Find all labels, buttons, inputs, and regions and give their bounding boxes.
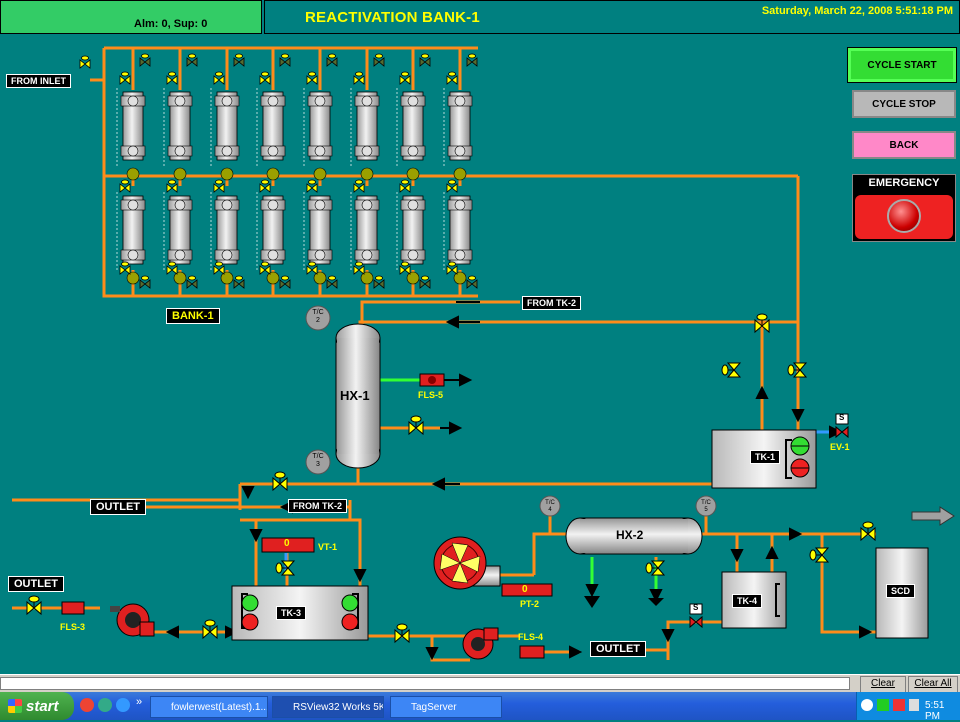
process-diagram: T/C bbox=[12, 46, 955, 662]
adsorber-beds-top bbox=[116, 87, 473, 181]
tray-icon-1[interactable] bbox=[877, 699, 889, 711]
from-tk2-mid-label: FROM TK-2 bbox=[288, 499, 347, 513]
cycle-start-button[interactable]: CYCLE START bbox=[847, 47, 957, 83]
valve-tk3-outlet bbox=[394, 623, 410, 643]
s-valve-bottom bbox=[689, 603, 703, 629]
fls3-valve bbox=[61, 601, 85, 615]
outlet-bottom-label: OUTLET bbox=[590, 641, 646, 657]
pt2-label: PT-2 bbox=[520, 599, 540, 609]
pt2-value: 0 bbox=[522, 584, 528, 595]
tk1-label: TK-1 bbox=[750, 450, 780, 464]
windows-logo-icon bbox=[8, 699, 22, 713]
valve-scd-inlet bbox=[860, 521, 876, 541]
vt1-value: 0 bbox=[284, 538, 290, 549]
title-bar: REACTIVATION BANK-1 Saturday, March 22, … bbox=[264, 0, 960, 34]
quicklaunch-icon-2[interactable] bbox=[98, 698, 112, 712]
alarm-summary-panel: Alm: 0, Sup: 0 bbox=[0, 0, 262, 34]
hx1-return-valve bbox=[408, 415, 424, 435]
fls5-valve bbox=[419, 373, 445, 387]
alarm-message-field[interactable] bbox=[0, 677, 850, 690]
bottom-s-label: S bbox=[693, 603, 699, 612]
taskbar-item-fowlerwest[interactable]: fowlerwest(Latest).1... bbox=[150, 696, 268, 718]
valve-outlet-top bbox=[272, 471, 288, 491]
fls3-label: FLS-3 bbox=[60, 622, 86, 632]
date-time: Saturday, March 22, 2008 5:51:18 PM bbox=[761, 5, 953, 17]
scd-exhaust-arrow bbox=[911, 506, 955, 526]
valve-fls3-inlet bbox=[26, 595, 42, 615]
tk4-label: TK-4 bbox=[732, 594, 762, 608]
pt2-indicator bbox=[501, 583, 553, 597]
valve-scd-v bbox=[809, 547, 829, 563]
blower-fan bbox=[433, 536, 501, 590]
quicklaunch-ie-icon[interactable] bbox=[116, 698, 130, 712]
system-tray: 5:51 PM bbox=[856, 692, 960, 722]
clear-button[interactable]: Clear bbox=[860, 676, 906, 693]
vt1-label: VT-1 bbox=[318, 542, 338, 552]
pump-bottom bbox=[462, 627, 499, 660]
tc2-label: T/C 2 bbox=[312, 309, 324, 324]
hx1-label: HX-1 bbox=[340, 388, 370, 403]
quicklaunch-opera-icon[interactable] bbox=[80, 698, 94, 712]
tray-icon-2[interactable] bbox=[893, 699, 905, 711]
outlet-mid-label: OUTLET bbox=[90, 499, 146, 515]
tc2-sensor bbox=[305, 305, 331, 331]
tc4-label: T/C 4 bbox=[545, 500, 555, 513]
hx2-label: HX-2 bbox=[616, 528, 644, 542]
heat-exchanger-hx2 bbox=[565, 517, 703, 555]
ev1-valve bbox=[835, 413, 849, 439]
back-button[interactable]: BACK bbox=[852, 131, 956, 159]
fls4-valve bbox=[519, 645, 545, 659]
emergency-stop-icon bbox=[887, 199, 921, 233]
tc4-sensor bbox=[539, 495, 561, 517]
fls5-label: FLS-5 bbox=[418, 390, 444, 400]
tray-clock: 5:51 PM bbox=[925, 700, 945, 722]
valve-tk1-v2 bbox=[787, 362, 807, 378]
tc3-label: T/C 3 bbox=[312, 453, 324, 468]
bank-label: BANK-1 bbox=[166, 308, 220, 324]
emergency-label: EMERGENCY bbox=[868, 177, 940, 189]
tc5-label: T/C 5 bbox=[701, 500, 711, 513]
tray-expand-icon[interactable] bbox=[861, 699, 873, 711]
start-button[interactable]: start bbox=[0, 692, 74, 720]
taskbar-item-tagserver[interactable]: TagServer bbox=[390, 696, 502, 718]
tk3-label: TK-3 bbox=[276, 606, 306, 620]
scd-label: SCD bbox=[886, 584, 916, 598]
fls4-label: FLS-4 bbox=[518, 632, 544, 642]
emergency-panel: EMERGENCY bbox=[852, 174, 956, 242]
quicklaunch-expand-icon[interactable]: » bbox=[136, 696, 143, 708]
start-label: start bbox=[26, 697, 59, 715]
emergency-button[interactable] bbox=[855, 195, 953, 239]
cycle-stop-button[interactable]: CYCLE STOP bbox=[852, 90, 956, 118]
valve-vt1 bbox=[275, 560, 295, 576]
tc5-sensor bbox=[695, 495, 717, 517]
clear-all-button[interactable]: Clear All bbox=[908, 676, 958, 693]
tc3-sensor bbox=[305, 449, 331, 475]
valve-hx2-v bbox=[645, 560, 665, 576]
from-inlet-label: FROM INLET bbox=[6, 74, 71, 88]
ev1-s-label: S bbox=[839, 413, 845, 422]
from-tk2-top-label: FROM TK-2 bbox=[522, 296, 581, 310]
vt1-indicator bbox=[261, 537, 315, 553]
taskbar-item-rsview[interactable]: RSView32 Works 5K bbox=[272, 696, 384, 718]
outlet-left-label: OUTLET bbox=[8, 576, 64, 592]
heat-exchanger-hx1 bbox=[335, 323, 381, 469]
tray-icon-3[interactable] bbox=[909, 699, 919, 711]
page-title: REACTIVATION BANK-1 bbox=[305, 9, 480, 26]
ev1-label: EV-1 bbox=[830, 442, 850, 452]
pump-left bbox=[110, 603, 155, 637]
valve-tk1-v1 bbox=[721, 362, 741, 378]
alarm-summary-text: Alm: 0, Sup: 0 bbox=[134, 18, 208, 30]
valve-pump1-outlet bbox=[202, 619, 218, 639]
alarm-status-bar: Clear Clear All bbox=[0, 674, 960, 693]
